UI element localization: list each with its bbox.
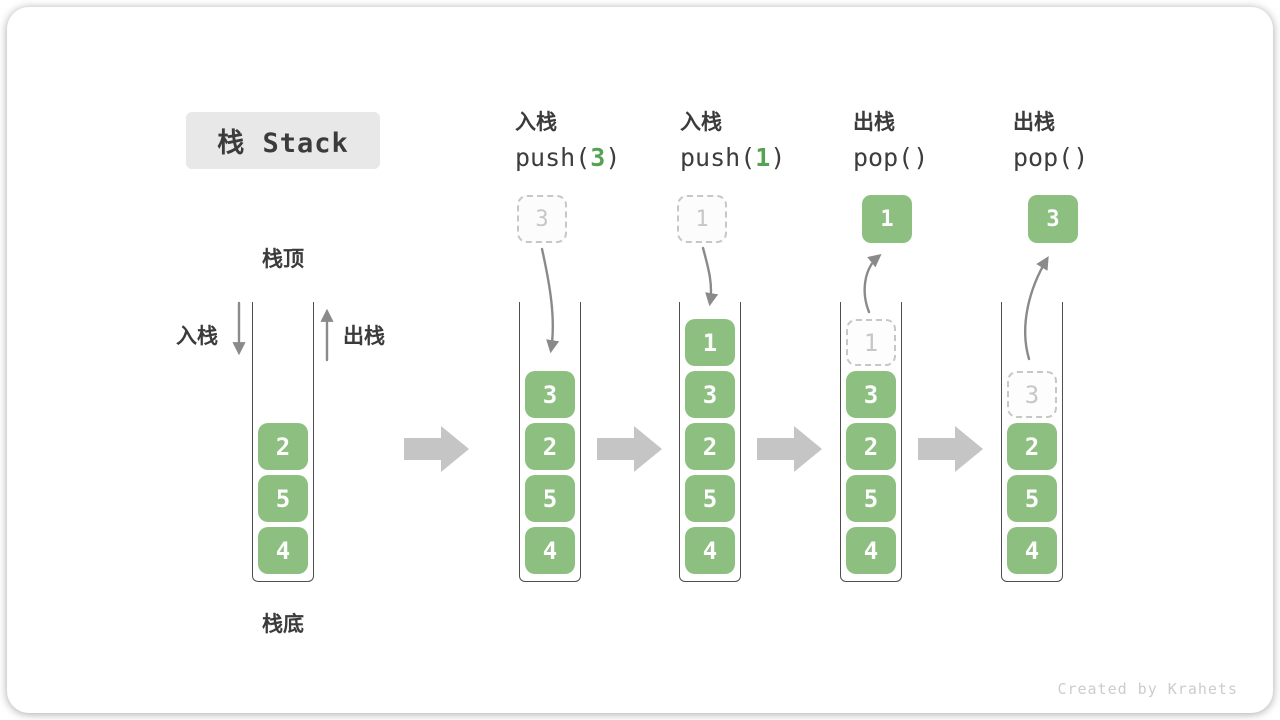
stack-cell: 3 — [525, 371, 575, 418]
code-pre: pop( — [1013, 143, 1074, 172]
pop-legend-label: 出栈 — [343, 324, 385, 348]
code-pre: pop( — [853, 143, 914, 172]
operation-label-push-1: 入栈 push(1) — [680, 106, 850, 172]
stack-container-initial: 2 5 4 — [252, 302, 314, 582]
step-arrow-icon — [757, 426, 822, 472]
code-post: ) — [1073, 143, 1089, 172]
diagram-title: 栈 Stack — [186, 112, 380, 169]
stack-cell: 2 — [846, 423, 896, 470]
operation-zh: 入栈 — [680, 110, 722, 134]
step-arrow-icon — [404, 426, 469, 472]
stack-cell: 5 — [525, 475, 575, 522]
stack-cell: 2 — [258, 423, 308, 470]
operation-code: push(1) — [680, 143, 850, 172]
stack-cell: 5 — [1007, 475, 1057, 522]
popped-value-box: 3 — [1028, 195, 1078, 243]
stack-cell: 4 — [685, 527, 735, 574]
step-arrow-icon — [597, 426, 662, 472]
step-arrow-icon — [918, 426, 983, 472]
stack-cell: 4 — [1007, 527, 1057, 574]
stack-top-label: 栈顶 — [262, 247, 304, 271]
stack-container-after-push-3: 3 2 5 4 — [519, 302, 581, 582]
stack-cell: 5 — [846, 475, 896, 522]
popped-ghost-cell: 3 — [1007, 371, 1057, 418]
stack-cell: 2 — [685, 423, 735, 470]
code-pre: push( — [680, 143, 756, 172]
stack-cell: 4 — [258, 527, 308, 574]
operation-zh: 出栈 — [1013, 110, 1055, 134]
operation-label-pop-3: 出栈 pop() — [1013, 106, 1183, 172]
code-arg: 3 — [590, 143, 606, 172]
operation-code: push(3) — [515, 143, 685, 172]
stack-container-after-pop-3: 3 2 5 4 — [1001, 302, 1063, 582]
operation-label-pop-1: 出栈 pop() — [853, 106, 1023, 172]
operation-code: pop() — [1013, 143, 1183, 172]
stack-cell: 5 — [258, 475, 308, 522]
code-post: ) — [770, 143, 786, 172]
stack-cell: 3 — [846, 371, 896, 418]
code-post: ) — [913, 143, 929, 172]
stack-cell: 2 — [525, 423, 575, 470]
push-legend-label: 入栈 — [176, 324, 218, 348]
stack-cell: 2 — [1007, 423, 1057, 470]
watermark: Created by Krahets — [1057, 680, 1238, 698]
stack-cell: 1 — [685, 319, 735, 366]
pushed-value-box: 1 — [677, 195, 727, 243]
popped-ghost-cell: 1 — [846, 319, 896, 366]
code-pre: push( — [515, 143, 591, 172]
stack-container-after-push-1: 1 3 2 5 4 — [679, 302, 741, 582]
push-curve-arrow-icon — [701, 246, 719, 307]
stack-bottom-label: 栈底 — [262, 612, 304, 636]
code-post: ) — [605, 143, 621, 172]
stack-cell: 4 — [525, 527, 575, 574]
stack-cell: 4 — [846, 527, 896, 574]
operation-zh: 入栈 — [515, 110, 557, 134]
popped-value-box: 1 — [862, 195, 912, 243]
code-arg: 1 — [755, 143, 771, 172]
pushed-value-box: 3 — [517, 195, 567, 243]
stack-cell: 5 — [685, 475, 735, 522]
stack-cell: 3 — [685, 371, 735, 418]
operation-zh: 出栈 — [853, 110, 895, 134]
stack-container-after-pop-1: 1 3 2 5 4 — [840, 302, 902, 582]
operation-code: pop() — [853, 143, 1023, 172]
operation-label-push-3: 入栈 push(3) — [515, 106, 685, 172]
